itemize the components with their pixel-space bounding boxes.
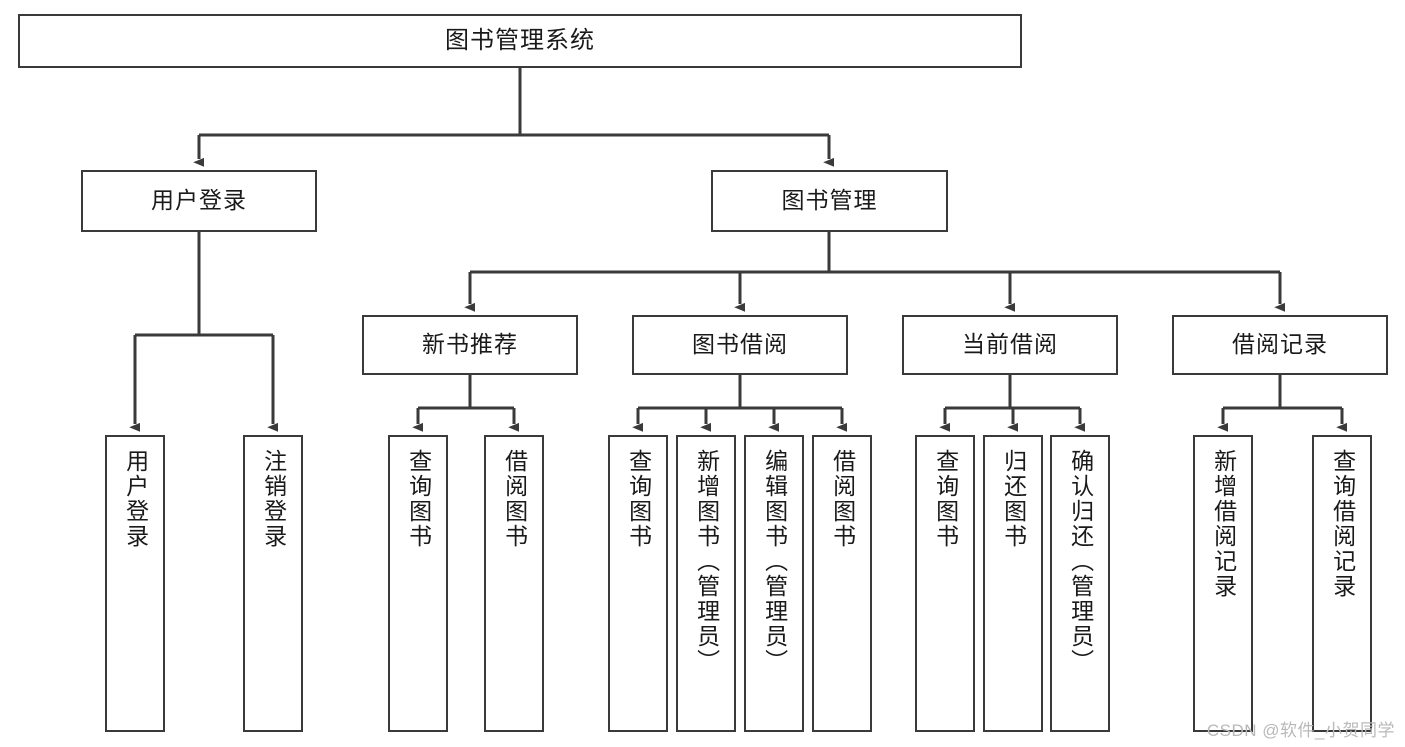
node-root-label: 图书管理系统 [445, 26, 595, 54]
node-book-borrow-label: 图书借阅 [692, 331, 788, 358]
node-borrow-record[interactable]: 借阅记录 [1172, 315, 1388, 375]
node-user-login-label: 用户登录 [151, 187, 247, 214]
node-book-manage[interactable]: 图书管理 [711, 170, 948, 232]
node-current-borrow[interactable]: 当前借阅 [902, 315, 1118, 375]
node-leaf-borrow-book-2-label: 借阅图书 [829, 449, 856, 549]
node-leaf-user-logout-label: 注销登录 [260, 449, 287, 549]
node-book-manage-label: 图书管理 [781, 187, 878, 214]
node-new-book-recommend[interactable]: 新书推荐 [362, 315, 578, 375]
node-leaf-query-record-label: 查询借阅记录 [1329, 449, 1356, 599]
node-leaf-query-book-1[interactable]: 查询图书 [388, 435, 448, 732]
node-leaf-add-book[interactable]: 新增图书（管理员） [676, 435, 736, 732]
node-root[interactable]: 图书管理系统 [18, 14, 1022, 68]
node-leaf-borrow-book-1-label: 借阅图书 [501, 449, 528, 549]
node-leaf-query-book-3-label: 查询图书 [932, 449, 959, 549]
node-new-book-recommend-label: 新书推荐 [422, 331, 518, 358]
node-user-login[interactable]: 用户登录 [81, 170, 317, 232]
node-book-borrow[interactable]: 图书借阅 [632, 315, 848, 375]
node-leaf-confirm-return-label: 确认归还（管理员） [1067, 449, 1094, 674]
node-leaf-edit-book-label: 编辑图书（管理员） [761, 449, 788, 674]
node-leaf-add-record-label: 新增借阅记录 [1210, 449, 1237, 599]
node-borrow-record-label: 借阅记录 [1232, 331, 1328, 358]
node-leaf-query-book-1-label: 查询图书 [405, 449, 432, 549]
node-leaf-query-book-2[interactable]: 查询图书 [608, 435, 668, 732]
node-leaf-query-record[interactable]: 查询借阅记录 [1312, 435, 1372, 732]
node-leaf-confirm-return[interactable]: 确认归还（管理员） [1050, 435, 1110, 732]
node-leaf-query-book-3[interactable]: 查询图书 [915, 435, 975, 732]
node-leaf-edit-book[interactable]: 编辑图书（管理员） [744, 435, 804, 732]
node-leaf-borrow-book-2[interactable]: 借阅图书 [812, 435, 872, 732]
watermark: CSDN @软件_小贺同学 [1206, 721, 1395, 740]
node-current-borrow-label: 当前借阅 [962, 331, 1058, 358]
node-leaf-add-book-label: 新增图书（管理员） [693, 449, 720, 674]
node-leaf-return-book[interactable]: 归还图书 [983, 435, 1043, 732]
node-leaf-user-logout[interactable]: 注销登录 [243, 435, 303, 732]
node-leaf-return-book-label: 归还图书 [1000, 449, 1027, 549]
node-leaf-add-record[interactable]: 新增借阅记录 [1193, 435, 1253, 732]
node-leaf-user-login-label: 用户登录 [122, 449, 149, 549]
node-leaf-query-book-2-label: 查询图书 [625, 449, 652, 549]
node-leaf-borrow-book-1[interactable]: 借阅图书 [484, 435, 544, 732]
node-leaf-user-login[interactable]: 用户登录 [105, 435, 165, 732]
